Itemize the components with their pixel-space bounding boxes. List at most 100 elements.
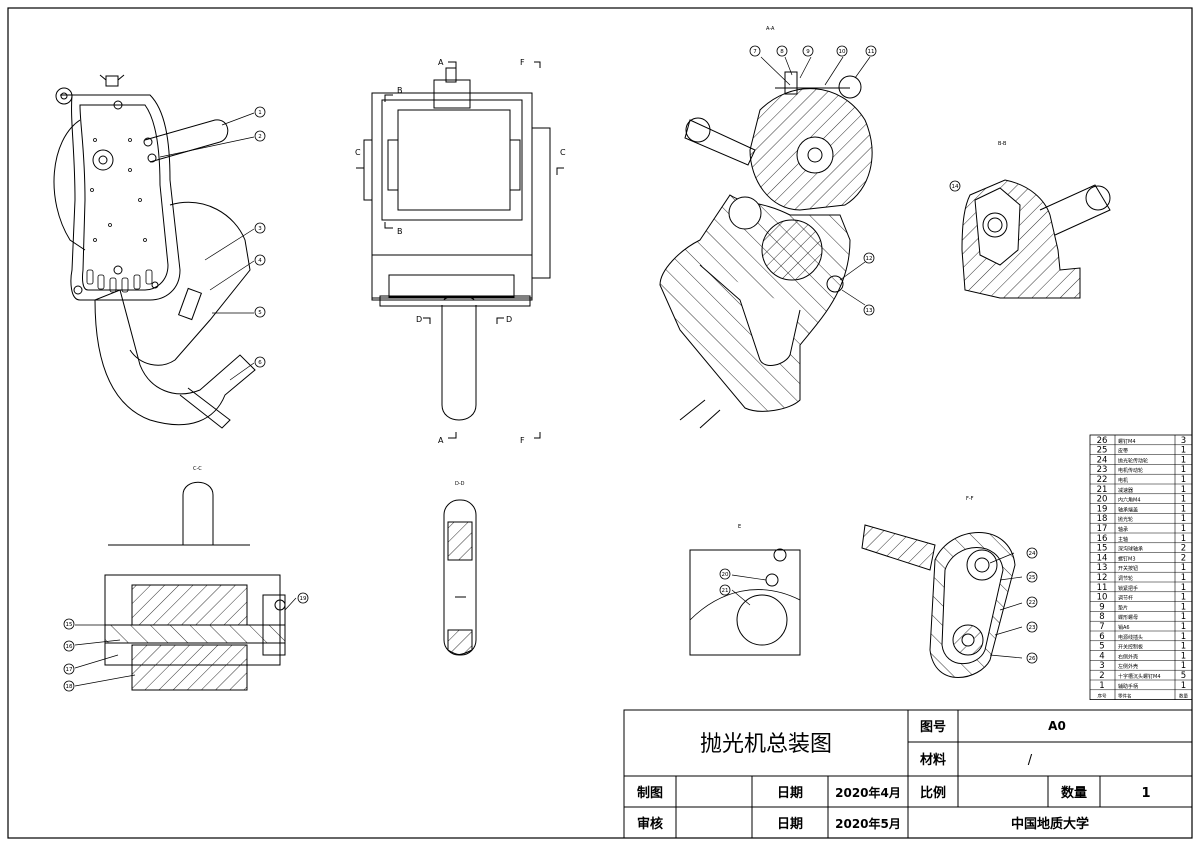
bom-no: 18: [1097, 514, 1108, 524]
bom-no: 3: [1099, 661, 1104, 671]
drawing-no-label: 图号: [920, 720, 946, 735]
balloon-17: 17: [63, 663, 75, 675]
bom-qty: 1: [1181, 495, 1186, 505]
balloon-13: 13: [863, 304, 875, 316]
bom-no: 15: [1097, 544, 1108, 554]
date-label-1: 日期: [777, 786, 803, 801]
balloon-label: 23: [1029, 625, 1036, 631]
balloon-7: 7: [749, 45, 761, 57]
title-block-text: 抛光机总装图 图号 A0 材料 / 制图 日期 2020年4月 比例 数量 1 …: [637, 719, 1151, 832]
balloon-label: 6: [258, 360, 262, 366]
date-value-2: 2020年5月: [835, 816, 901, 831]
balloon-label: 16: [66, 644, 73, 650]
balloon-label: 20: [722, 572, 729, 578]
view-labels: A A F F B B C C D D A-A B-B C-C D-D E F-…: [193, 26, 1007, 530]
label-cut-f-bottom: F: [520, 436, 525, 445]
bom-qty: 1: [1181, 602, 1186, 612]
bom-header-row: 序号零件名数量: [1090, 689, 1192, 700]
bom-name: 调节杆: [1118, 595, 1133, 602]
bom-no: 13: [1097, 563, 1108, 573]
bom-qty: 1: [1181, 593, 1186, 603]
bom-qty: 1: [1181, 651, 1186, 661]
balloon-12: 12: [863, 252, 875, 264]
quantity-value: 1: [1141, 786, 1150, 801]
bom-name: 锁紧把手: [1118, 585, 1138, 592]
detail-e-view: [689, 548, 801, 656]
label-cut-d-left: D: [416, 315, 422, 324]
bom-no: 12: [1097, 573, 1108, 583]
bom-no: 23: [1097, 465, 1108, 475]
balloon-10: 10: [836, 45, 848, 57]
bom-name: 减速器: [1118, 487, 1133, 494]
institution-name: 中国地质大学: [1011, 816, 1089, 832]
bom-name: 轴承端盖: [1118, 506, 1138, 513]
bom-name: 主轴: [1118, 536, 1128, 543]
section-cc-view: [74, 481, 297, 691]
bom-no: 6: [1099, 632, 1104, 642]
balloon-22: 22: [1026, 596, 1038, 608]
balloon-15: 15: [63, 618, 75, 630]
bom-row: 4 右侧外壳 1: [1090, 650, 1192, 661]
bom-name: 开关控制板: [1118, 644, 1143, 651]
bom-row: 12 调节轮 1: [1090, 571, 1192, 583]
balloon-14: 14: [949, 180, 961, 192]
balloon-8: 8: [776, 45, 788, 57]
drawing-border: [7, 7, 1193, 839]
balloon-25: 25: [1026, 571, 1038, 583]
bom-name: 销A6: [1118, 624, 1130, 631]
bom-name: 零件名: [1118, 693, 1132, 700]
bom-qty: 1: [1181, 642, 1186, 652]
title-section-aa: A-A: [766, 26, 775, 32]
bom-no: 4: [1099, 651, 1104, 661]
bom-name: 电机: [1118, 477, 1128, 484]
title-block: [623, 709, 1193, 839]
balloon-label: 25: [1029, 575, 1036, 581]
balloon-label: 13: [866, 308, 873, 314]
balloon-label: 11: [868, 49, 875, 55]
bom-name: 开关按钮: [1118, 565, 1138, 572]
bom-name: 电源线插头: [1118, 634, 1143, 641]
bom-name: 深沟球轴承: [1118, 546, 1143, 553]
bom-qty: 1: [1181, 632, 1186, 642]
bom-no: 9: [1099, 602, 1104, 612]
bom-name: 调节轮: [1118, 575, 1133, 582]
drawing-title: 抛光机总装图: [700, 732, 832, 757]
drafter-label: 制图: [637, 785, 663, 801]
section-ff-view: [861, 524, 1023, 678]
bom-row: 6 电源线插头 1: [1090, 630, 1192, 642]
bom-no: 8: [1099, 612, 1104, 622]
quantity-label: 数量: [1061, 785, 1087, 801]
bom-no: 17: [1097, 524, 1108, 534]
bom-name: 右侧外壳: [1118, 653, 1138, 660]
section-bb-view: [961, 179, 1111, 299]
bom-qty: 2: [1181, 544, 1186, 554]
balloon-label: 7: [753, 49, 757, 55]
section-aa-view: [659, 56, 873, 429]
bom-no: 19: [1097, 504, 1108, 514]
material-value: /: [1028, 753, 1033, 768]
balloon-18: 18: [63, 680, 75, 692]
bom-no: 14: [1097, 553, 1108, 563]
bom-name: 十字槽沉头螺钉M4: [1118, 673, 1161, 680]
balloon-label: 9: [806, 49, 810, 55]
bom-no: 25: [1097, 446, 1108, 456]
bom-qty: 数量: [1179, 693, 1188, 700]
balloon-label: 8: [780, 49, 784, 55]
bom-no: 24: [1097, 455, 1108, 465]
bom-qty: 1: [1181, 475, 1186, 485]
bom-qty: 1: [1181, 573, 1186, 583]
balloon-label: 26: [1029, 656, 1036, 662]
bom-name: 电机传动轮: [1118, 467, 1143, 474]
label-cut-c-right: C: [560, 148, 566, 157]
